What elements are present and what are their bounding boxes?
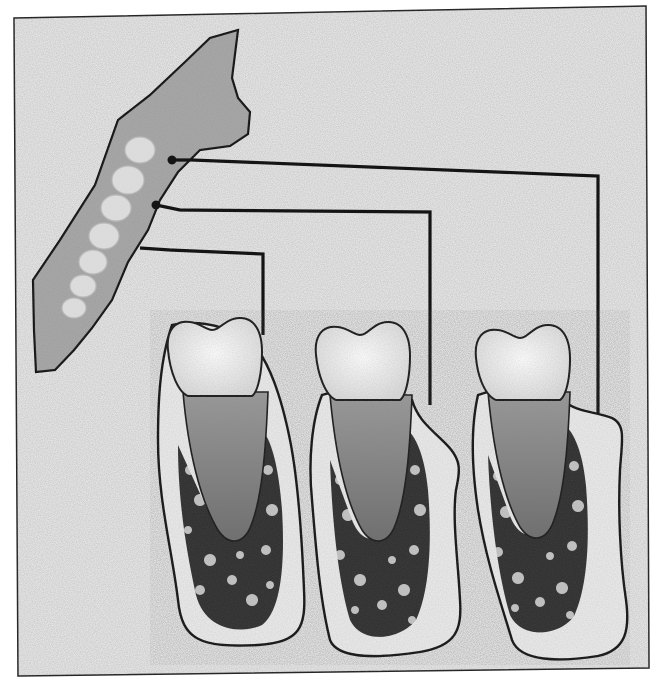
marker-dot-right xyxy=(168,156,177,165)
marker-dot-middle xyxy=(152,201,161,210)
stipple-overlay xyxy=(150,310,630,665)
